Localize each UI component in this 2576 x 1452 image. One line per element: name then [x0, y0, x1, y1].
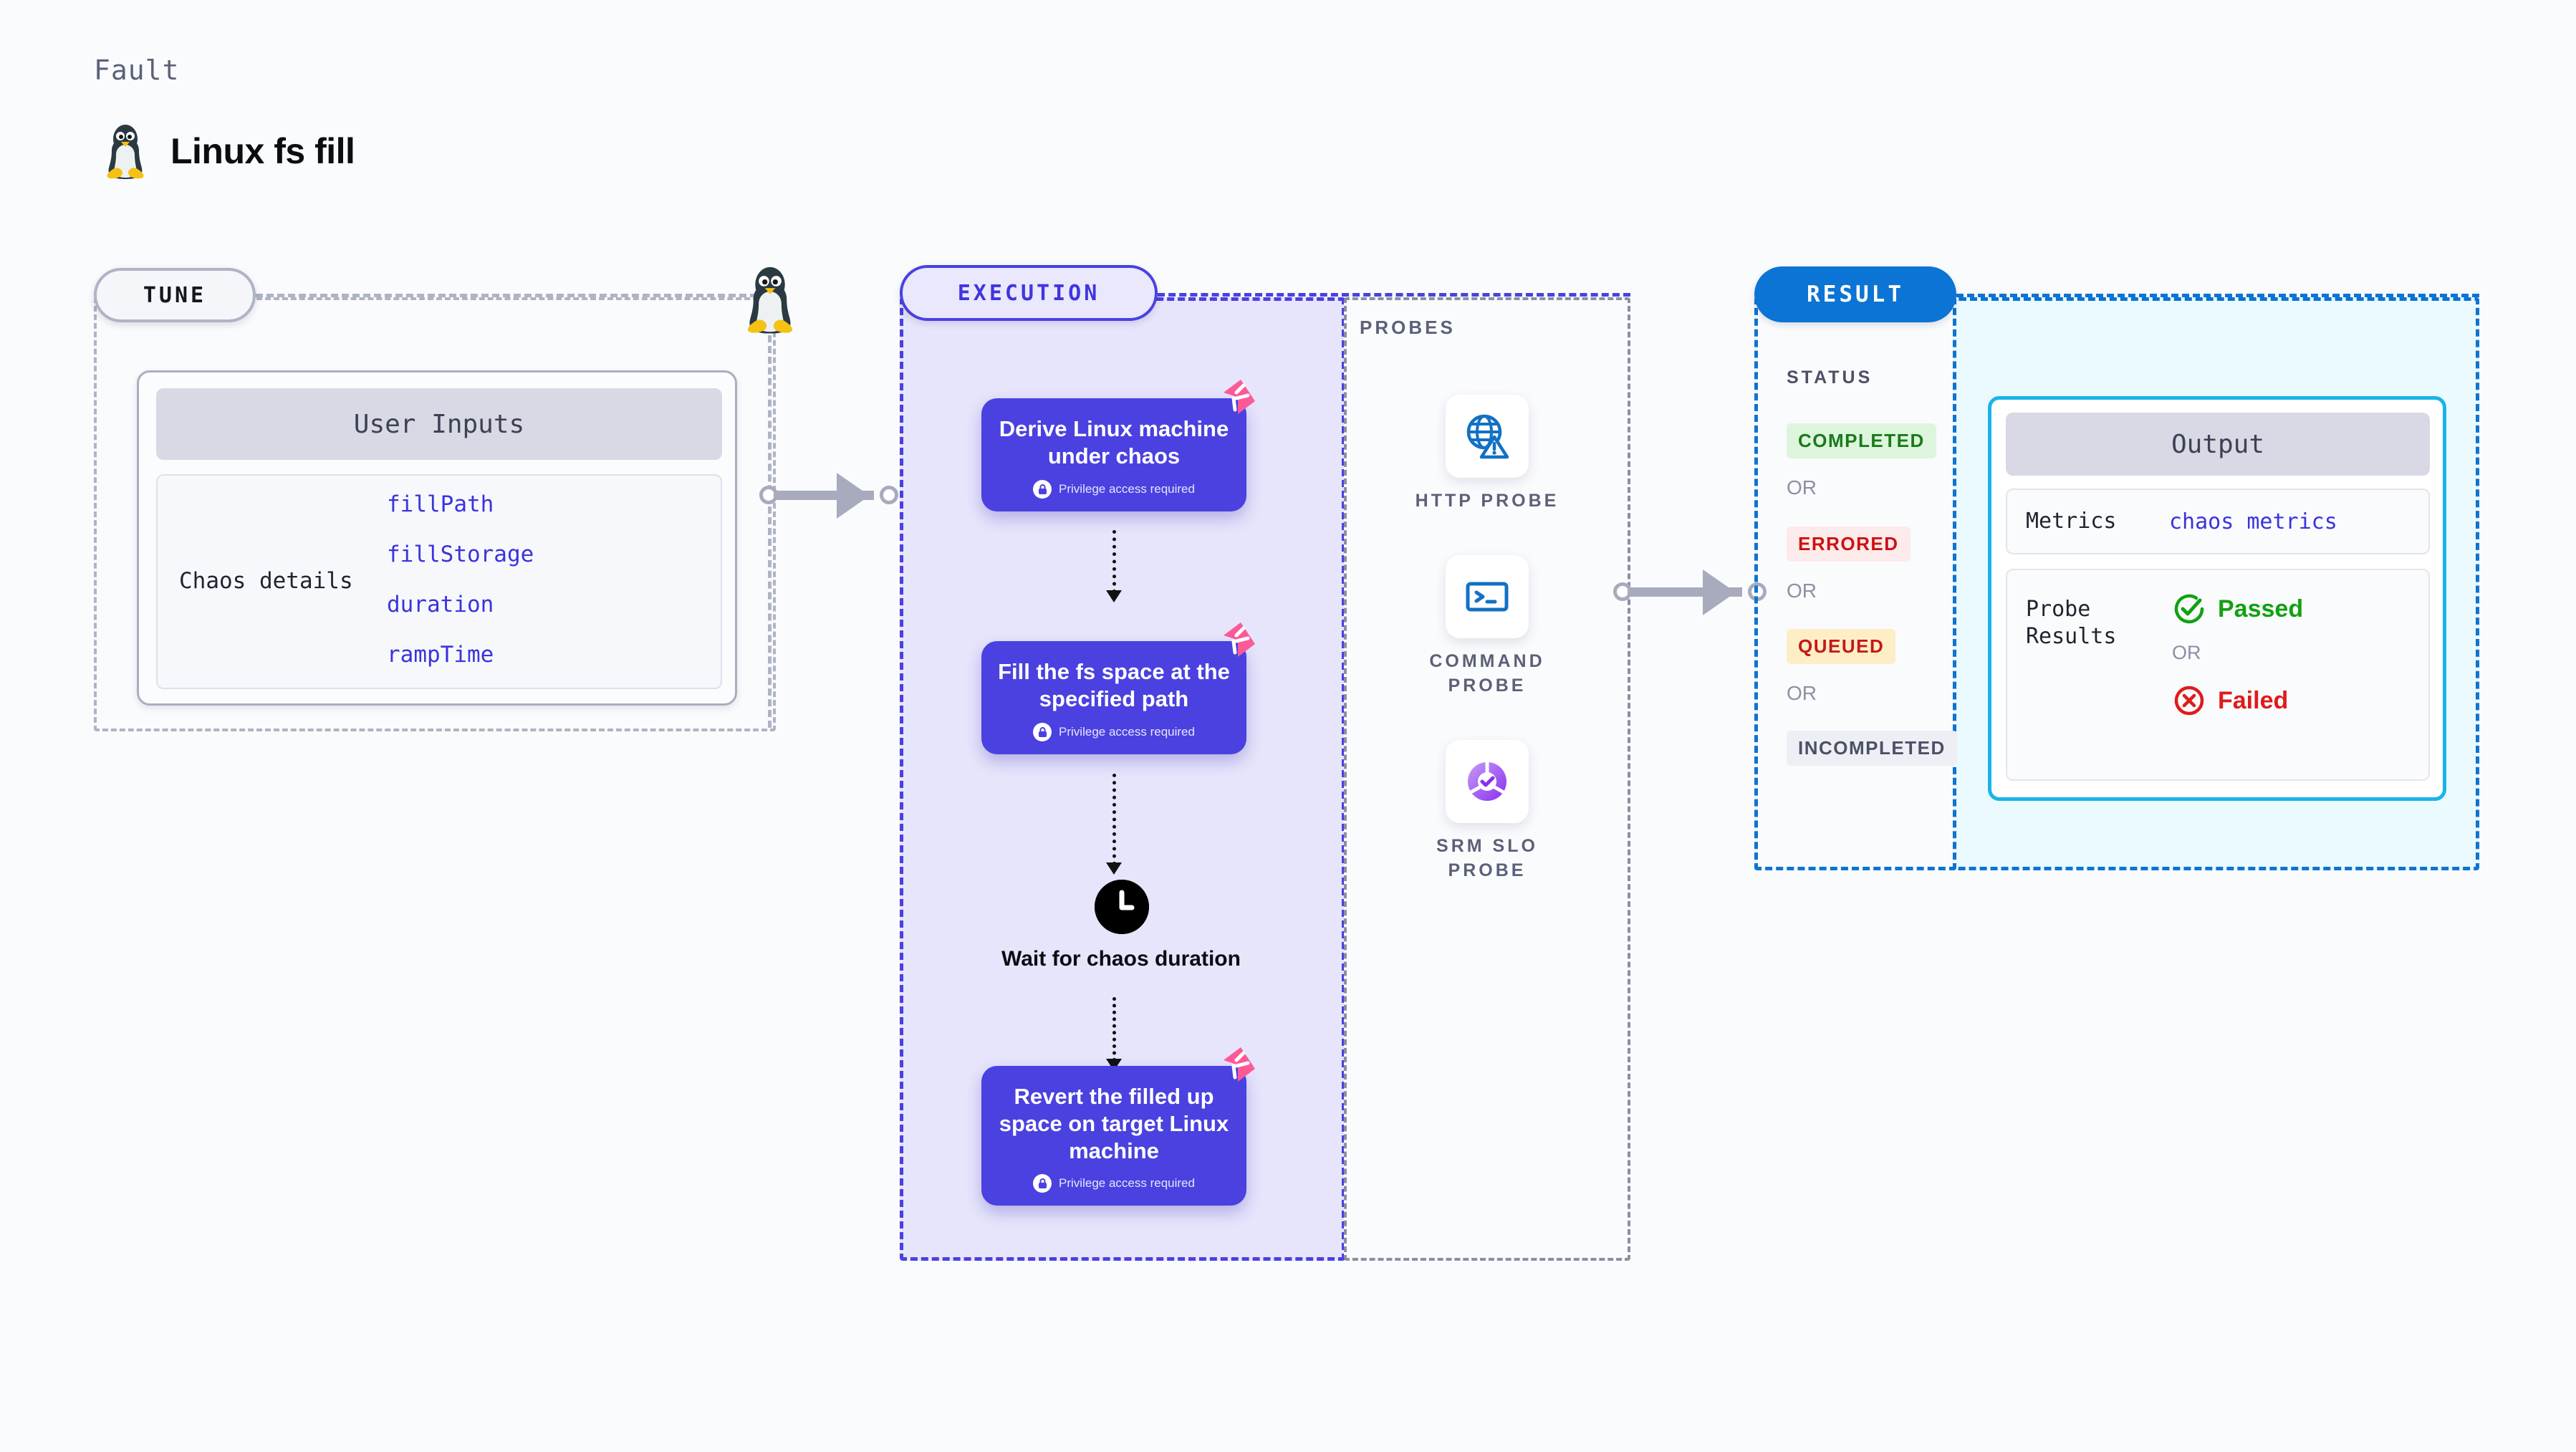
linux-penguin-icon-small [747, 266, 793, 334]
probe-result-failed: Failed [2172, 683, 2288, 718]
status-badge-incompleted: INCOMPLETED [1787, 731, 1957, 766]
privilege-note-text: Privilege access required [1059, 481, 1195, 496]
output-row-metrics: Metrics chaos metrics [2006, 489, 2430, 554]
connector-arrow-head [1703, 569, 1736, 615]
flow-arrow-2-head [1106, 862, 1122, 875]
execution-connector-dash [1158, 293, 1630, 297]
chaos-details-panel: Chaos details fillPath fillStorage durat… [156, 474, 722, 689]
linux-penguin-icon [107, 125, 144, 179]
param-duration[interactable]: duration [387, 592, 494, 617]
page-title: Linux fs fill [170, 131, 355, 171]
chaos-flag-icon [1224, 1047, 1255, 1082]
privilege-note: Privilege access required [994, 722, 1234, 741]
tune-connector-dash [256, 294, 757, 297]
privilege-note-text: Privilege access required [1059, 1176, 1195, 1191]
status-or-2: OR [1787, 580, 1817, 602]
param-fillstorage[interactable]: fillStorage [387, 542, 534, 567]
output-probe-results-key: Probe Results [2026, 597, 2117, 650]
probe-http[interactable]: HTTP PROBE [1398, 395, 1577, 514]
chaos-flag-icon [1224, 622, 1255, 657]
x-circle-icon [2174, 686, 2204, 716]
probe-label: SRM SLO PROBE [1436, 836, 1538, 880]
connector-probes-to-result [1613, 569, 1771, 615]
terminal-icon [1446, 555, 1529, 638]
param-fillpath[interactable]: fillPath [387, 491, 494, 517]
execution-step-revert[interactable]: Revert the filled up space on target Lin… [981, 1047, 1255, 1206]
user-inputs-card: User Inputs Chaos details fillPath fillS… [137, 370, 737, 706]
execution-step-1[interactable]: Derive Linux machine under chaos Privile… [981, 380, 1255, 511]
tune-right-boundary-dash [768, 335, 772, 728]
flow-arrow-1-head [1106, 590, 1122, 602]
status-title: STATUS [1787, 367, 1873, 388]
probe-failed-text: Failed [2218, 686, 2289, 714]
connector-end-dot [880, 486, 898, 504]
lock-icon [1033, 722, 1052, 741]
tune-stage-region [94, 297, 776, 731]
user-inputs-header: User Inputs [156, 388, 722, 460]
lock-icon [1033, 1174, 1052, 1193]
result-pill[interactable]: RESULT [1754, 266, 1956, 322]
flow-arrow-1 [1112, 530, 1116, 593]
step-title: Fill the fs space at the specified path [998, 659, 1230, 711]
step-title: Revert the filled up space on target Lin… [999, 1084, 1229, 1163]
probe-command[interactable]: COMMAND PROBE [1398, 555, 1577, 698]
output-header: Output [2006, 413, 2430, 476]
status-badge-completed: COMPLETED [1787, 423, 1936, 458]
flow-arrow-2 [1112, 774, 1116, 865]
tune-pill[interactable]: TUNE [94, 268, 256, 322]
connector-arrow-head [837, 473, 870, 519]
execution-pill[interactable]: EXECUTION [900, 265, 1158, 321]
execution-step-2[interactable]: Fill the fs space at the specified path … [981, 622, 1255, 754]
probe-label: HTTP PROBE [1415, 491, 1559, 511]
probe-srm-slo[interactable]: SRM SLO PROBE [1398, 740, 1577, 883]
clock-icon [1095, 880, 1149, 934]
param-ramptime[interactable]: rampTime [387, 642, 494, 668]
slo-donut-check-icon [1446, 740, 1529, 823]
probe-passed-text: Passed [2218, 595, 2304, 622]
connector-tune-to-execution [759, 473, 903, 519]
globe-warning-icon [1446, 395, 1529, 478]
fault-kicker: Fault [94, 54, 180, 86]
status-badge-errored: ERRORED [1787, 527, 1911, 562]
lock-icon [1033, 479, 1052, 499]
privilege-note: Privilege access required [994, 1174, 1234, 1193]
result-connector-dash [1956, 294, 2479, 297]
step-title: Derive Linux machine under chaos [999, 416, 1229, 468]
check-circle-icon [2174, 594, 2204, 624]
chaos-flag-icon [1224, 380, 1255, 414]
wait-label: Wait for chaos duration [1001, 947, 1241, 971]
flow-arrow-3 [1112, 997, 1116, 1062]
output-card: Output Metrics chaos metrics Probe Resul… [1988, 396, 2446, 801]
output-metrics-value[interactable]: chaos metrics [2169, 509, 2337, 534]
chaos-details-label: Chaos details [179, 568, 353, 594]
status-or-3: OR [1787, 682, 1817, 704]
output-metrics-key: Metrics [2026, 508, 2117, 534]
status-badge-queued: QUEUED [1787, 629, 1896, 664]
chaos-details-param-list: fillPath fillStorage duration rampTime [387, 491, 534, 668]
probe-result-passed: Passed [2172, 592, 2303, 626]
probe-label: COMMAND PROBE [1429, 651, 1545, 696]
privilege-note-text: Privilege access required [1059, 724, 1195, 739]
privilege-note: Privilege access required [994, 479, 1234, 499]
probes-title: PROBES [1360, 317, 1456, 338]
fault-title-row: Linux fs fill [100, 122, 355, 181]
status-or-1: OR [1787, 476, 1817, 499]
output-row-probe-results: Probe Results Passed OR Failed [2006, 569, 2430, 781]
probe-result-or: OR [2172, 642, 2201, 663]
